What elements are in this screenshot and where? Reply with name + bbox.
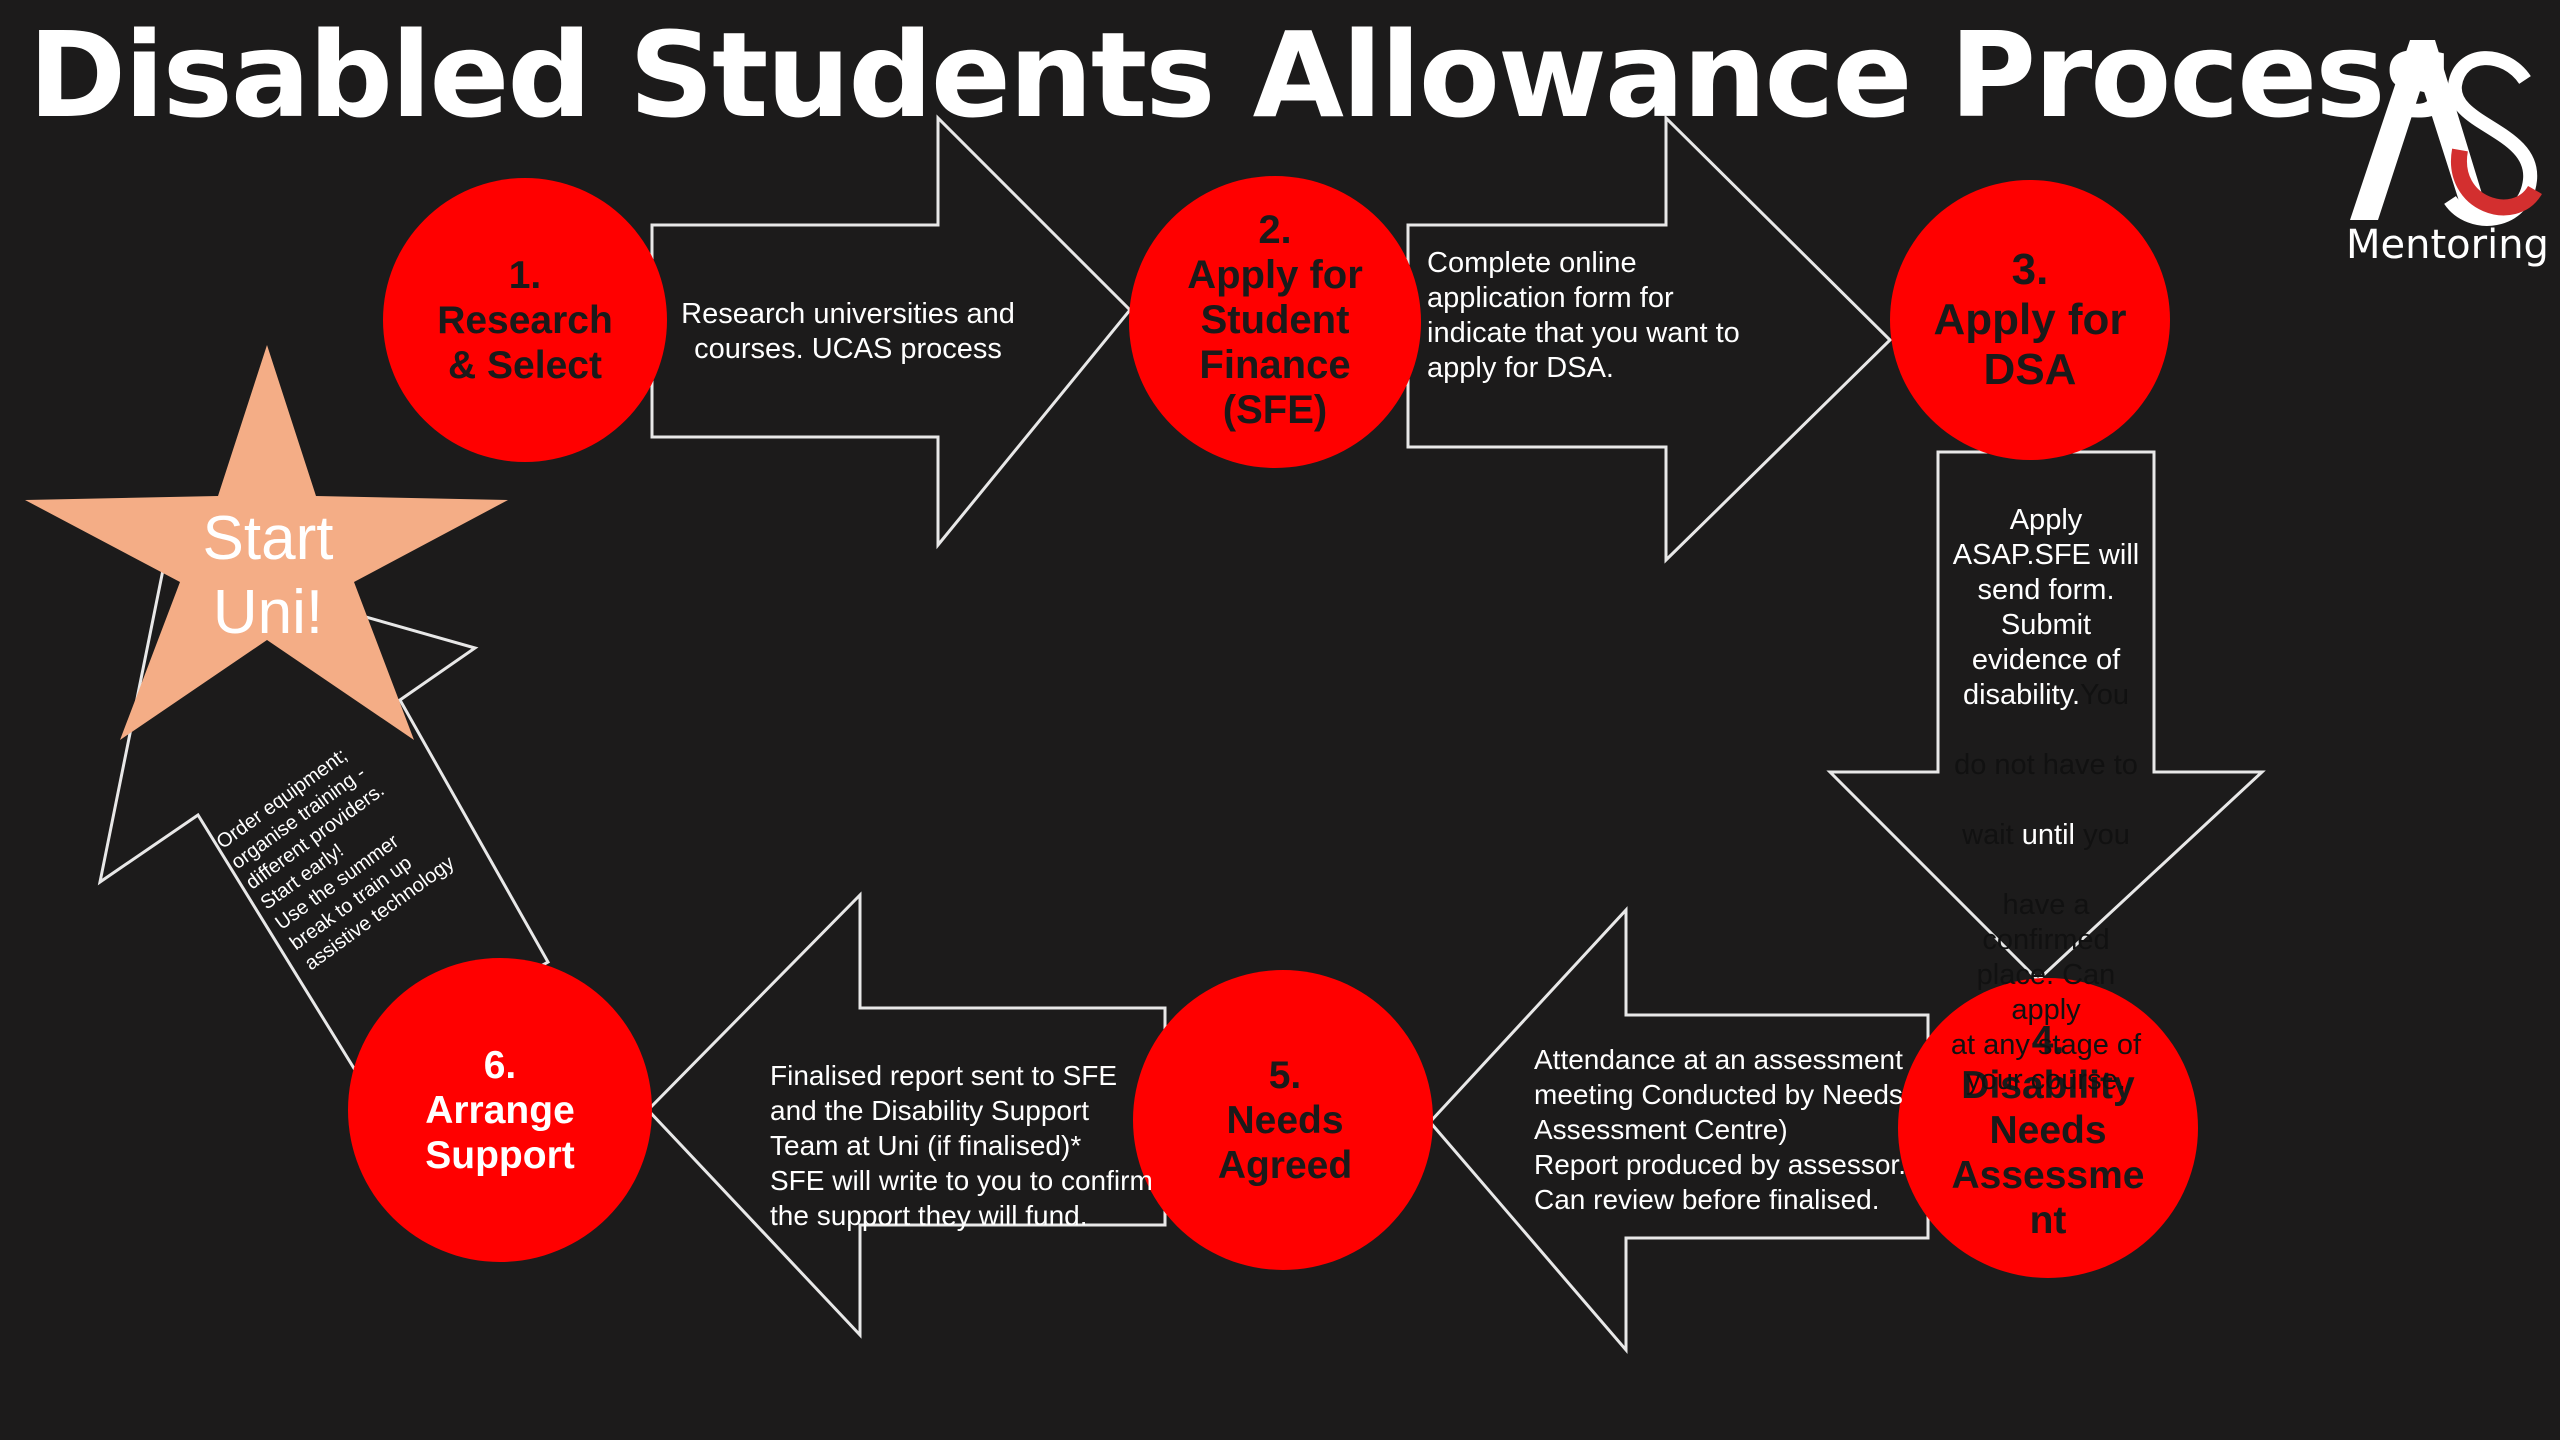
step-5-line-1: Needs: [1226, 1098, 1344, 1142]
arrow-3-dim-4: you: [2083, 819, 2130, 851]
step-3-line-1: Apply for: [1933, 295, 2127, 344]
step-4-line-4: nt: [2029, 1198, 2067, 1242]
step-3-line-2: DSA: [1983, 345, 2077, 394]
arrow-3-dim-3: wait: [1962, 819, 2014, 851]
step-4-circle: [1898, 978, 2198, 1278]
start-star: [25, 345, 508, 740]
step-5-label: 5. Needs Agreed: [1140, 1045, 1430, 1195]
step-2-number: 2.: [1258, 207, 1292, 252]
step-2-circle: [1129, 176, 1421, 468]
arrow-dsa-to-assessment: [1826, 450, 2266, 983]
start-line-2: Uni!: [212, 578, 324, 647]
arrow-2-text: Complete online application form for ind…: [1427, 247, 1740, 384]
step-6-label: 6. Arrange Support: [355, 1040, 645, 1180]
step-4-line-3: Assessme: [1951, 1153, 2145, 1197]
arrow-3-dim-2: do not have to: [1954, 749, 2138, 781]
step-4-line-1: Disability: [1961, 1063, 2135, 1107]
step-2-line-1: Apply for: [1187, 252, 1363, 297]
start-label: Start Uni!: [148, 502, 388, 650]
step-6-number: 6.: [483, 1043, 517, 1087]
step-5-number: 5.: [1268, 1053, 1302, 1097]
step-5-line-2: Agreed: [1217, 1143, 1353, 1187]
step-2-line-2: Student: [1200, 297, 1350, 342]
step-4-label: 4. Disability Needs Assessme nt: [1898, 1015, 2198, 1245]
arrow-4-text: Attendance at an assessment meeting Cond…: [1534, 1044, 1906, 1215]
as-mentoring-logo: [2350, 40, 2542, 226]
logo-wordmark: Mentoring: [2346, 222, 2549, 268]
page-title: Disabled Students Allowance Process: [28, 6, 2454, 144]
start-line-1: Start: [202, 504, 334, 573]
arrow-3-dim-5: have a confirmed place. Can apply at any…: [1950, 889, 2142, 1096]
step-2-line-3: Finance: [1199, 342, 1351, 387]
step-5-circle: [1133, 970, 1433, 1270]
step-4-line-2: Needs: [1989, 1108, 2107, 1152]
step-2-label: 2. Apply for Student Finance (SFE): [1130, 205, 1420, 435]
arrow-research-to-sfe: [650, 114, 1133, 550]
step-1-line-2: & Select: [448, 343, 602, 387]
step-4-number: 4.: [2031, 1018, 2065, 1062]
step-6-line-2: Support: [425, 1133, 575, 1177]
step-2-line-4: (SFE): [1222, 387, 1328, 432]
arrow-sfe-to-dsa: [1406, 114, 1893, 564]
step-1-line-1: Research: [437, 298, 613, 342]
arrow-3-until: until: [2021, 819, 2075, 851]
arrow-1-text: Research universities and courses. UCAS …: [681, 298, 1015, 365]
step-3-label: 3. Apply for DSA: [1890, 240, 2170, 400]
step-6-circle: [348, 958, 652, 1262]
arrow-3-dim-1: You: [2080, 679, 2130, 711]
step-6-line-1: Arrange: [425, 1088, 575, 1132]
arrow-3-text: Apply ASAP.SFE will send form. Submit ev…: [1938, 468, 2154, 1098]
arrow-assessment-to-agreed: [1427, 906, 1930, 1355]
arrow-agreed-to-support: [645, 891, 1167, 1339]
step-1-label: 1. Research & Select: [383, 250, 667, 390]
step-1-circle: [383, 178, 667, 462]
step-1-number: 1.: [508, 253, 542, 297]
arrow-5-text: Finalised report sent to SFE and the Dis…: [770, 1060, 1153, 1231]
step-3-circle: [1890, 180, 2170, 460]
step-3-number: 3.: [2011, 245, 2049, 294]
arrow-3-visible-text: Apply ASAP.SFE will send form. Submit ev…: [1952, 504, 2140, 711]
